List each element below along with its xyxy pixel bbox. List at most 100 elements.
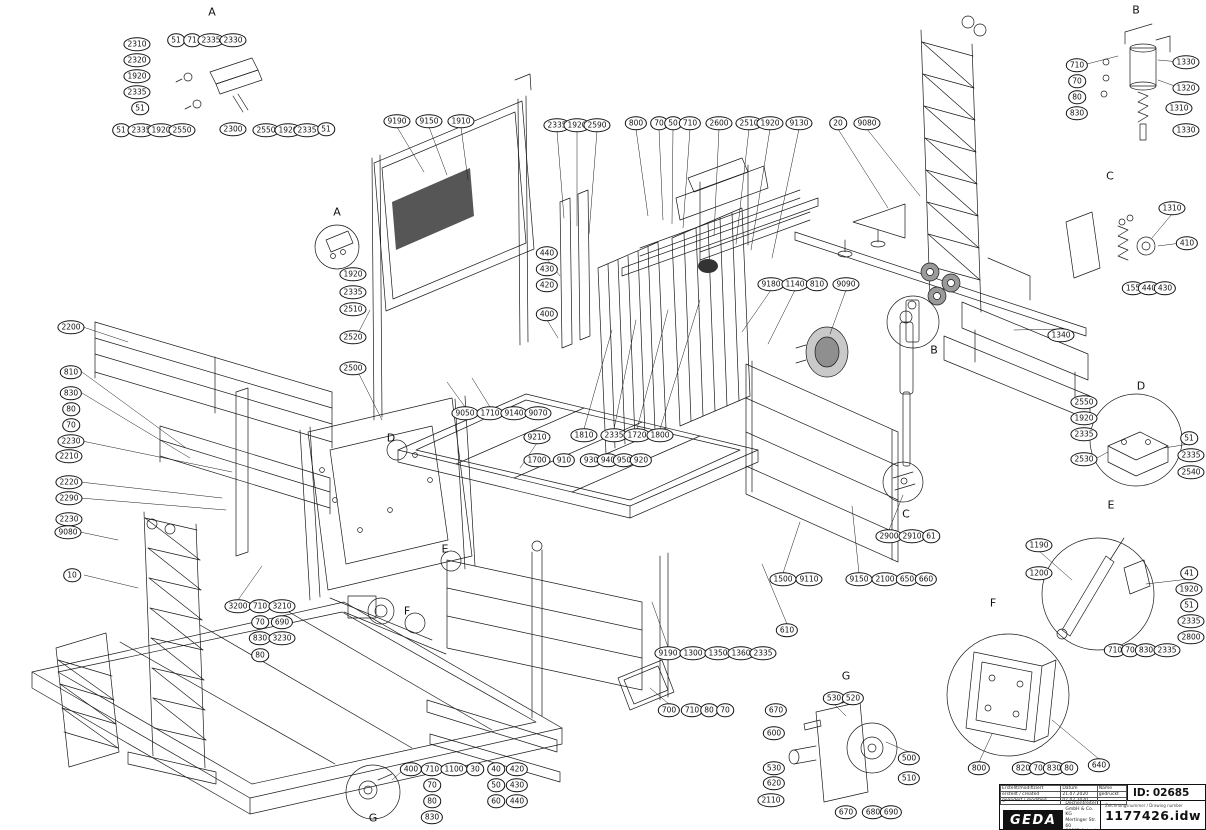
part-balloon-60: 60 bbox=[487, 794, 505, 808]
motor-art bbox=[795, 326, 849, 378]
detail-d-art bbox=[1089, 393, 1183, 487]
part-balloon-9190: 9190 bbox=[383, 114, 411, 128]
part-balloon-51: 51 bbox=[1180, 598, 1198, 612]
part-balloon-1920: 1920 bbox=[147, 123, 175, 137]
part-balloon-1500: 1500 bbox=[769, 572, 797, 586]
part-balloon-80: 80 bbox=[62, 402, 80, 416]
part-balloon-800: 800 bbox=[967, 761, 991, 775]
left-mast-art bbox=[55, 511, 217, 785]
part-balloon-830: 830 bbox=[1134, 643, 1158, 657]
part-balloon-9080: 9080 bbox=[54, 525, 82, 539]
part-balloon-61: 61 bbox=[922, 529, 940, 543]
detail-label-E: E bbox=[441, 542, 449, 556]
part-balloon-950: 950 bbox=[612, 453, 636, 467]
part-balloon-1720: 1720 bbox=[623, 428, 651, 442]
part-balloon-410: 410 bbox=[1175, 236, 1199, 250]
part-balloon-1360: 1360 bbox=[727, 646, 755, 660]
part-balloon-660: 660 bbox=[914, 572, 938, 586]
part-balloon-440: 440 bbox=[505, 794, 529, 808]
part-balloon-80: 80 bbox=[423, 794, 441, 808]
part-balloon-420: 420 bbox=[505, 762, 529, 776]
part-balloon-3200: 3200 bbox=[224, 599, 252, 613]
part-balloon-2330: 2330 bbox=[219, 33, 247, 47]
part-balloon-1190: 1190 bbox=[1025, 538, 1053, 552]
part-balloon-520: 520 bbox=[841, 691, 865, 705]
part-balloon-670: 670 bbox=[834, 805, 858, 819]
right-wall-art bbox=[745, 360, 899, 563]
part-balloon-2590: 2590 bbox=[583, 118, 611, 132]
part-balloon-830: 830 bbox=[420, 810, 444, 824]
part-balloon-9050: 9050 bbox=[451, 406, 479, 420]
part-balloon-9130: 9130 bbox=[785, 116, 813, 130]
front-wall-art bbox=[446, 540, 669, 719]
part-balloon-2500: 2500 bbox=[339, 361, 367, 375]
detail-g-art bbox=[788, 694, 898, 803]
detail-label-E: E bbox=[1107, 498, 1115, 512]
part-balloon-1140: 1140 bbox=[781, 277, 809, 291]
part-balloon-2550: 2550 bbox=[252, 123, 280, 137]
part-balloon-80: 80 bbox=[1060, 761, 1078, 775]
part-balloon-51: 51 bbox=[1180, 431, 1198, 445]
part-balloon-2300: 2300 bbox=[219, 122, 247, 136]
part-balloon-2335: 2335 bbox=[749, 646, 777, 660]
part-balloon-1300: 1300 bbox=[679, 646, 707, 660]
right-mast-art bbox=[920, 15, 987, 313]
company-street: Mertinger Str. 60 bbox=[1065, 817, 1097, 829]
part-balloon-20: 20 bbox=[829, 116, 847, 130]
part-balloon-1310: 1310 bbox=[1165, 101, 1193, 115]
drawing-id-label: ID: bbox=[1133, 786, 1150, 799]
detail-label-C: C bbox=[902, 507, 910, 521]
part-balloon-9190: 9190 bbox=[654, 646, 682, 660]
part-balloon-1810: 1810 bbox=[570, 428, 598, 442]
part-balloon-70: 70 bbox=[423, 778, 441, 792]
part-balloon-3210: 3210 bbox=[268, 599, 296, 613]
part-balloon-430: 430 bbox=[1153, 281, 1177, 295]
detail-label-G: G bbox=[368, 811, 378, 825]
part-balloon-620: 620 bbox=[762, 776, 786, 790]
part-balloon-70: 70 bbox=[62, 418, 80, 432]
part-balloon-710: 710 bbox=[420, 762, 444, 776]
part-balloon-70: 70 bbox=[716, 703, 734, 717]
part-balloon-1340: 1340 bbox=[1047, 328, 1075, 342]
part-balloon-1330: 1330 bbox=[1172, 123, 1200, 137]
part-balloon-2110: 2110 bbox=[757, 793, 785, 807]
part-balloon-910: 910 bbox=[552, 453, 576, 467]
part-balloon-30: 30 bbox=[466, 762, 484, 776]
detail-label-G: G bbox=[841, 669, 851, 683]
part-balloon-1200: 1200 bbox=[1025, 566, 1053, 580]
center-posts-art bbox=[559, 189, 591, 349]
part-balloon-70: 70 bbox=[650, 116, 668, 130]
inline-detail-circles bbox=[314, 224, 940, 820]
left-fence-art bbox=[94, 321, 333, 557]
title-block-bottom-row: GEDA Dechentreiter GmbH & Co. KG Merting… bbox=[1000, 801, 1205, 830]
part-balloon-1700: 1700 bbox=[523, 453, 551, 467]
part-balloon-80: 80 bbox=[1068, 90, 1086, 104]
part-balloon-9150: 9150 bbox=[845, 572, 873, 586]
part-balloon-2335: 2335 bbox=[339, 285, 367, 299]
part-balloon-9150: 9150 bbox=[415, 114, 443, 128]
company-name: Dechentreiter GmbH & Co. KG bbox=[1065, 801, 1097, 818]
part-balloon-1800: 1800 bbox=[646, 428, 674, 442]
part-balloon-41: 41 bbox=[1180, 566, 1198, 580]
part-balloon-1920: 1920 bbox=[123, 69, 151, 83]
part-balloon-2335: 2335 bbox=[1153, 643, 1181, 657]
detail-label-F: F bbox=[403, 604, 411, 618]
part-balloon-830: 830 bbox=[1065, 106, 1089, 120]
part-balloon-800: 800 bbox=[624, 116, 648, 130]
part-balloon-700: 700 bbox=[657, 703, 681, 717]
part-balloon-710: 710 bbox=[678, 116, 702, 130]
top-panel-art bbox=[371, 73, 535, 421]
part-balloon-2335: 2335 bbox=[123, 85, 151, 99]
part-balloon-510: 510 bbox=[897, 771, 921, 785]
part-balloon-640: 640 bbox=[1087, 758, 1111, 772]
part-balloon-2100: 2100 bbox=[871, 572, 899, 586]
drawing-number-value: 1177426.idw - bbox=[1105, 808, 1201, 830]
detail-label-C: C bbox=[1106, 169, 1114, 183]
drawing-number-label: Zeichnungsnummer / Drawing number bbox=[1105, 803, 1183, 809]
part-balloon-1920: 1920 bbox=[339, 267, 367, 281]
part-balloon-2210: 2210 bbox=[55, 449, 83, 463]
